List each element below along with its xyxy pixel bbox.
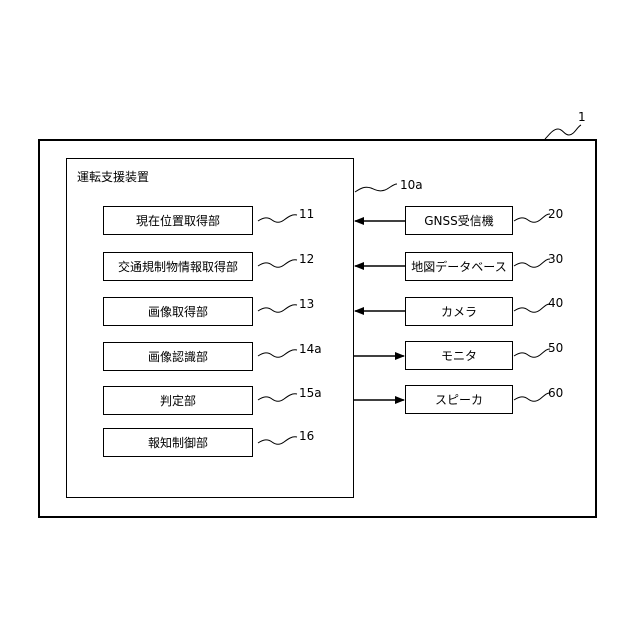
leader-lines bbox=[258, 125, 581, 444]
